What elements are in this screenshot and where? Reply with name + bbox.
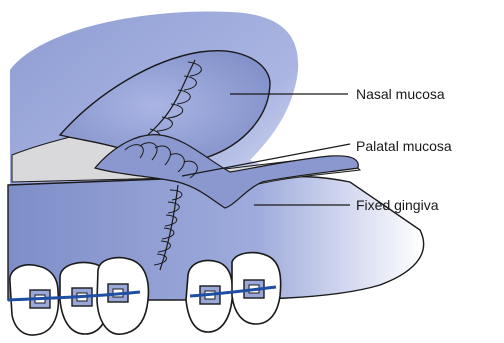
palatal-mucosa-label: Palatal mucosa: [356, 138, 452, 154]
fixed-gingiva-label: Fixed gingiva: [356, 197, 439, 213]
nasal-mucosa-label: Nasal mucosa: [356, 86, 445, 102]
